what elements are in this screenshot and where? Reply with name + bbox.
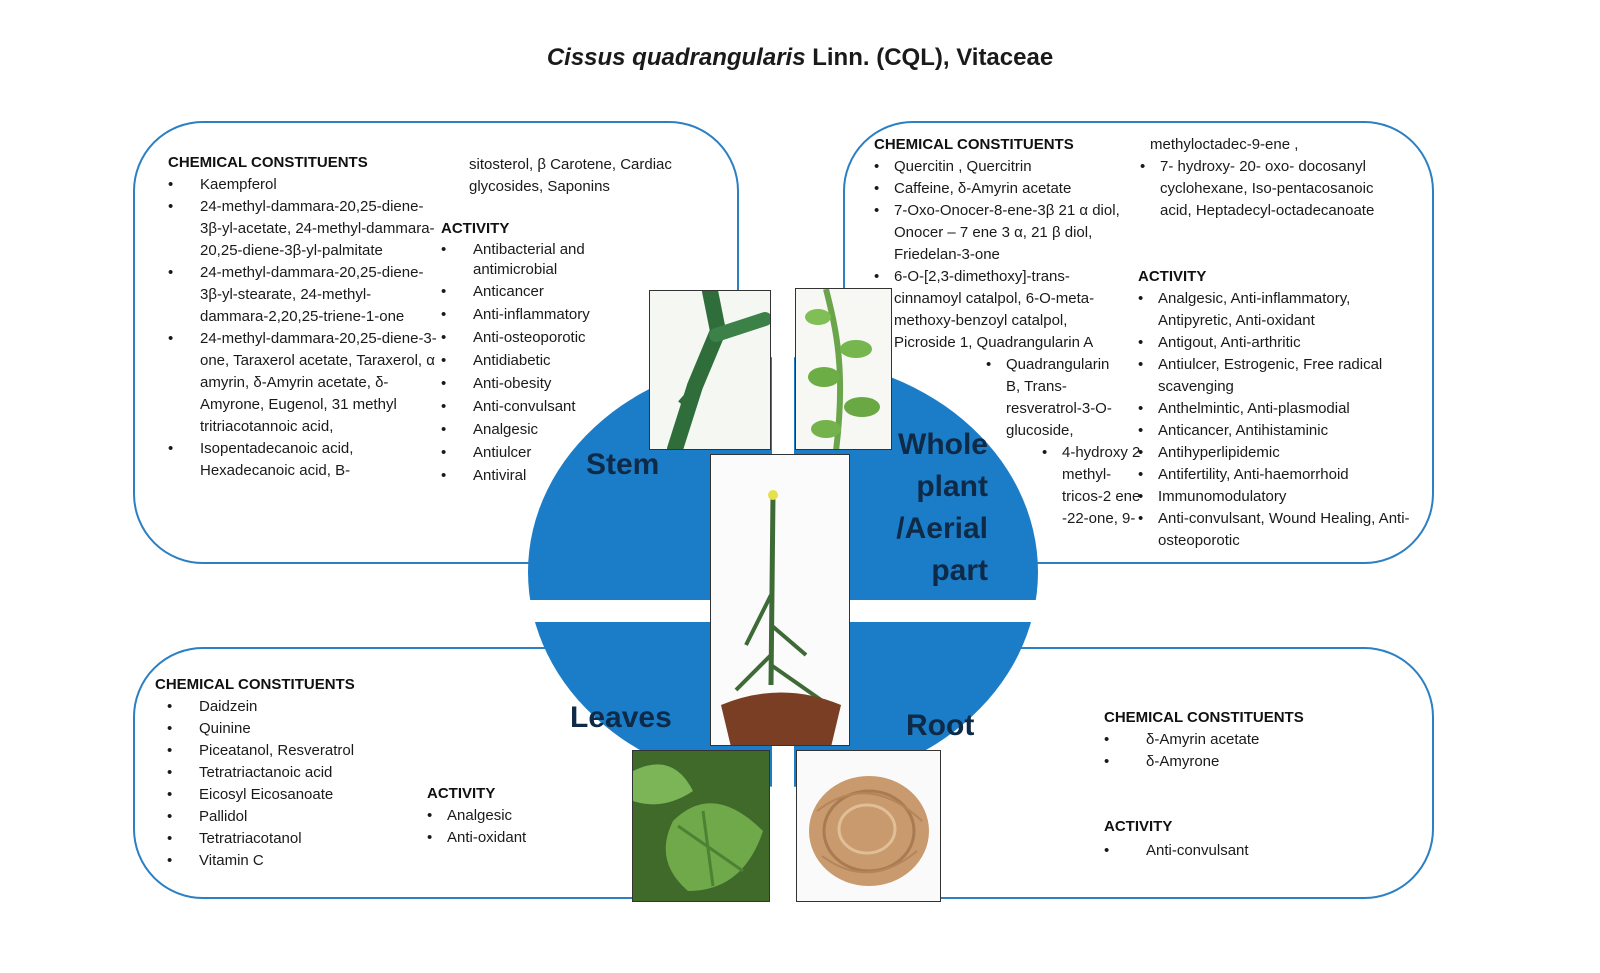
vine-illustration [805,289,880,449]
species-name: Cissus quadrangularis [546,44,806,71]
whole-activity-item: Analgesic, Anti-inflammatory, Antipyreti… [1138,288,1413,332]
root-illustration [809,776,929,886]
stem-activity-item: Antiviral [441,466,631,486]
leaves-chem-item: Piceatanol, Resveratrol [167,740,415,762]
leaves-activity-item: Analgesic [427,805,577,827]
leaves-activity-block: ACTIVITY Analgesic Anti-oxidant [427,783,577,849]
whole-chem-list: Quercitin , Quercitrin Caffeine, δ-Amyri… [874,156,1124,354]
stem-label: Stem [586,448,660,481]
leaves-label: Leaves [570,701,672,734]
stem-chem-list: Kaempferol 24-methyl-dammara-20,25-diene… [168,174,438,482]
root-photo [796,750,941,902]
leaves-chem-item: Daidzein [167,696,415,718]
root-activity-block: ACTIVITY Anti-convulsant [1104,816,1364,862]
whole-chem-item: Quercitin , Quercitrin [874,156,1124,178]
leaves-chem-item: Vitamin C [167,850,415,872]
stem-activity-item: Anti-convulsant [441,397,631,420]
whole-activity-heading: ACTIVITY [1138,268,1207,285]
stem-activity-block: ACTIVITY Antibacterial and antimicrobial… [441,218,631,486]
whole-activity-item: Anticancer, Antihistaminic [1138,420,1413,442]
stem-chem-continuation: sitosterol, β Carotene, Cardiac glycosid… [469,156,672,195]
leaves-chem-list: Daidzein Quinine Piceatanol, Resveratrol… [167,696,415,872]
stem-chem-item: 24-methyl-dammara-20,25-diene-3β-yl-acet… [168,196,438,262]
leaves-chem-item: Eicosyl Eicosanoate [167,784,415,806]
stem-chemical-block: CHEMICAL CONSTITUENTS Kaempferol 24-meth… [168,152,438,482]
root-activity-heading: ACTIVITY [1104,818,1173,835]
leaves-activity-heading: ACTIVITY [427,785,496,802]
leaves-chem-heading: CHEMICAL CONSTITUENTS [155,676,355,693]
stem-activity-item: Antibacterial and antimicrobial [441,240,631,282]
whole-chem-item-c: 4-hydroxy 2 methyl-tricos-2 ene -22-one,… [1042,442,1142,530]
root-activity-item: Anti-convulsant [1104,840,1364,862]
stem-chem-heading: CHEMICAL CONSTITUENTS [168,154,368,171]
stem-activity-item: Anti-obesity [441,374,631,397]
leaves-chem-item: Pallidol [167,806,415,828]
root-label: Root [906,709,975,742]
title-rest: Linn. (CQL), Vitaceae [805,44,1054,71]
leaves-chem-item: Quinine [167,718,415,740]
stem-activity-heading: ACTIVITY [441,220,510,237]
whole-activity-list: Analgesic, Anti-inflammatory, Antipyreti… [1138,288,1413,552]
figure-title: Cissus quadrangularis Linn. (CQL), Vitac… [0,44,1600,72]
whole-chem-item: 6-O-[2,3-dimethoxy]-trans-cinnamoyl cata… [874,266,1124,354]
stem-activity-item: Anticancer [441,282,631,305]
leaves-photo [632,750,770,902]
whole-activity-item: Immunomodulatory [1138,486,1413,508]
whole-chem-continuation: methyloctadec-9-ene , [1150,136,1299,153]
potted-plant-illustration [721,490,841,745]
leaves-activity-list: Analgesic Anti-oxidant [427,805,577,849]
whole-chem-heading: CHEMICAL CONSTITUENTS [874,136,1074,153]
center-plant-photo [710,454,850,746]
stem-chem-item: Kaempferol [168,174,438,196]
stem-photo [649,290,771,450]
whole-chemical-block: CHEMICAL CONSTITUENTS Quercitin , Querci… [874,134,1124,354]
stem-chem-item: Isopentadecanoic acid, Hexadecanoic acid… [168,438,438,482]
root-chemical-block: CHEMICAL CONSTITUENTS δ-Amyrin acetate δ… [1104,707,1364,773]
stem-activity-item: Antiulcer [441,443,631,466]
stem-chem-item: 24-methyl-dammara-20,25-diene-3β-yl-stea… [168,262,438,328]
stem-activity-item: Anti-osteoporotic [441,328,631,351]
stem-illustration [667,291,770,449]
root-chem-item: δ-Amyrin acetate [1104,729,1364,751]
whole-activity-block: ACTIVITY Analgesic, Anti-inflammatory, A… [1138,266,1413,552]
leaves-activity-item: Anti-oxidant [427,827,577,849]
root-chem-item: δ-Amyrone [1104,751,1364,773]
whole-activity-item: Anthelmintic, Anti-plasmodial [1138,398,1413,420]
whole-plant-label: Whole plant /Aerial part [896,428,988,587]
whole-chem-item: 7-Oxo-Onocer-8-ene-3β 21 α diol, Onocer … [874,200,1124,266]
leaves-chem-item: Tetratriactanoic acid [167,762,415,784]
whole-chem-item-d: 7- hydroxy- 20- oxo- docosanyl cyclohexa… [1140,156,1405,222]
whole-activity-item: Antihyperlipidemic [1138,442,1413,464]
whole-chem-item: 7- hydroxy- 20- oxo- docosanyl cyclohexa… [1140,156,1405,222]
whole-chem-item: Caffeine, δ-Amyrin acetate [874,178,1124,200]
leaf-illustration [633,751,769,901]
root-chem-list: δ-Amyrin acetate δ-Amyrone [1104,729,1364,773]
leaves-chem-item: Tetratriacotanol [167,828,415,850]
stem-chem-item: 24-methyl-dammara-20,25-diene-3-one, Tar… [168,328,438,438]
root-chem-heading: CHEMICAL CONSTITUENTS [1104,709,1304,726]
root-activity-list: Anti-convulsant [1104,840,1364,862]
stem-activity-item: Analgesic [441,420,631,443]
stem-activity-item: Antidiabetic [441,351,631,374]
stem-activity-list: Antibacterial and antimicrobial Anticanc… [441,240,631,486]
leaves-chemical-block: CHEMICAL CONSTITUENTS Daidzein Quinine P… [155,674,415,872]
whole-chem-item: 4-hydroxy 2 methyl-tricos-2 ene -22-one,… [1042,442,1142,530]
whole-activity-item: Antifertility, Anti-haemorrhoid [1138,464,1413,486]
whole-activity-item: Antigout, Anti-arthritic [1138,332,1413,354]
whole-chem-item-b: Quadrangularin B, Trans-resveratrol-3-O-… [986,354,1126,442]
stem-activity-item: Anti-inflammatory [441,305,631,328]
whole-activity-item: Anti-convulsant, Wound Healing, Anti-ost… [1138,508,1413,552]
whole-chem-item: Quadrangularin B, Trans-resveratrol-3-O-… [986,354,1126,442]
whole-plant-photo [795,288,892,450]
whole-activity-item: Antiulcer, Estrogenic, Free radical scav… [1138,354,1413,398]
